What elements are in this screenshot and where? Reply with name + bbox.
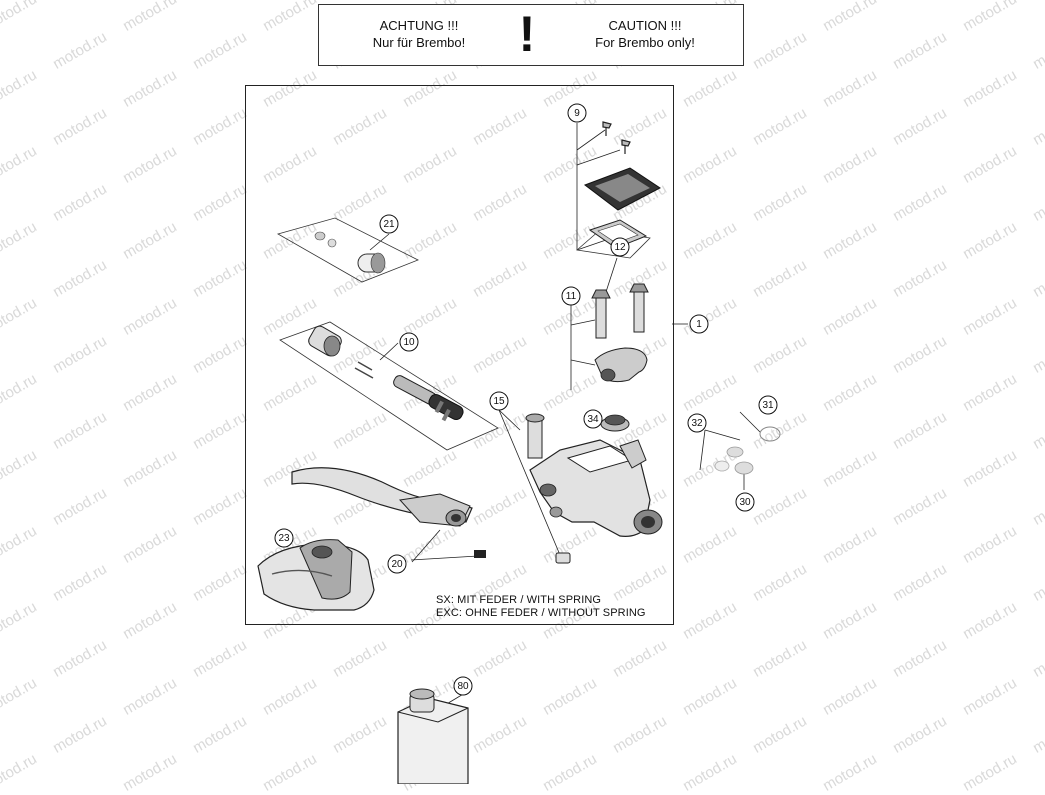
warning-german-text: Nur für Brembo! <box>372 35 466 50</box>
callout-layer: 1 9 10 11 12 15 20 21 23 30 31 32 34 80 <box>274 103 778 696</box>
callout-23: 23 <box>274 528 294 548</box>
exclamation-icon: ! <box>518 6 536 62</box>
brake-lever <box>291 467 473 527</box>
callout-circle <box>379 214 399 234</box>
callout-10: 10 <box>399 332 419 352</box>
callout-21: 21 <box>379 214 399 234</box>
callout-number: 10 <box>403 337 415 348</box>
callout-20: 20 <box>387 554 407 574</box>
spring-note-sx: SX: MIT FEDER / WITH SPRING <box>436 594 602 606</box>
callout-number: 9 <box>574 108 580 119</box>
spring-note: SX: MIT FEDER / WITH SPRING EXC: OHNE FE… <box>436 594 646 620</box>
spring-note-exc: EXC: OHNE FEDER / WITHOUT SPRING <box>436 607 646 619</box>
callout-number: 20 <box>391 559 403 570</box>
callout-number: 31 <box>762 400 774 411</box>
callout-circle <box>399 332 419 352</box>
callout-30: 30 <box>735 492 755 512</box>
callout-12: 12 <box>610 237 630 257</box>
warning-box: ACHTUNG !!! Nur für Brembo! ! CAUTION !!… <box>318 4 744 66</box>
callout-11: 11 <box>561 286 581 306</box>
pivot-pin <box>525 413 545 459</box>
piston-kit <box>279 321 499 451</box>
brake-fluid-bottle <box>397 688 469 784</box>
callout-number: 23 <box>278 533 290 544</box>
callout-1: 1 <box>689 314 709 334</box>
parts-frame <box>245 85 674 625</box>
callout-circle <box>489 391 509 411</box>
callout-number: 30 <box>739 497 751 508</box>
dust-boot-kit <box>276 217 419 283</box>
adjuster-screw <box>474 550 486 558</box>
callout-9: 9 <box>567 103 587 123</box>
callout-number: 80 <box>457 681 469 692</box>
callout-number: 1 <box>696 319 702 330</box>
callout-80: 80 <box>453 676 473 696</box>
callout-circle <box>453 676 473 696</box>
protector-cover <box>257 539 375 611</box>
callout-circle <box>758 395 778 415</box>
callout-31: 31 <box>758 395 778 415</box>
master-cylinder-body <box>529 439 663 537</box>
callout-number: 15 <box>493 396 505 407</box>
handlebar-clamp-group <box>591 283 649 383</box>
warning-english: CAUTION !!! For Brembo only! <box>575 17 715 51</box>
reservoir-cover-group <box>576 121 661 259</box>
small-parts-group <box>714 426 781 475</box>
reservoir-cap <box>600 414 630 432</box>
warning-english-title: CAUTION !!! <box>608 18 682 33</box>
callout-15: 15 <box>489 391 509 411</box>
warning-german: ACHTUNG !!! Nur für Brembo! <box>359 17 479 51</box>
callout-circle <box>687 413 707 433</box>
leader-lines <box>369 123 761 706</box>
warning-german-title: ACHTUNG !!! <box>379 18 459 33</box>
callout-circle <box>610 237 630 257</box>
callout-number: 21 <box>383 219 395 230</box>
callout-number: 12 <box>614 242 626 253</box>
washer <box>555 552 571 564</box>
callout-circle <box>561 286 581 306</box>
callout-32: 32 <box>687 413 707 433</box>
callout-number: 11 <box>566 291 577 302</box>
callout-number: 34 <box>587 414 599 425</box>
callout-circle <box>689 314 709 334</box>
callout-circle <box>274 528 294 548</box>
callout-circle <box>567 103 587 123</box>
callout-34: 34 <box>583 409 603 429</box>
callout-circle <box>583 409 603 429</box>
callout-number: 32 <box>691 418 703 429</box>
warning-english-text: For Brembo only! <box>595 35 695 50</box>
callout-circle <box>387 554 407 574</box>
callout-circle <box>735 492 755 512</box>
